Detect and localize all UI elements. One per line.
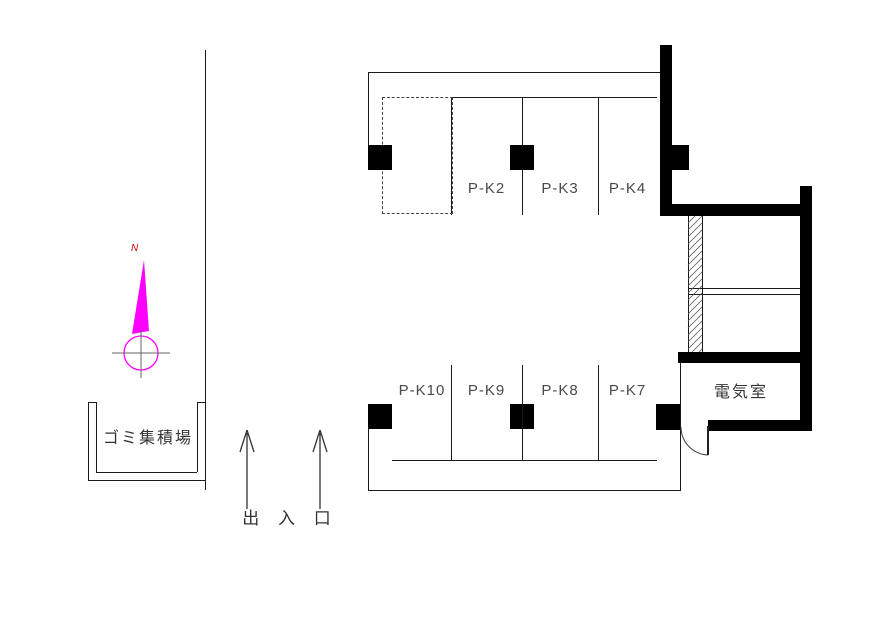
garbage-area-label: ゴミ集積場 <box>102 430 193 447</box>
service-room-left-line <box>688 216 689 352</box>
bottom-outer-left-wall <box>368 429 369 490</box>
entrance-arrows <box>239 429 328 509</box>
column <box>368 404 392 429</box>
stall-label-pk3: P-K3 <box>541 180 579 197</box>
column <box>660 145 689 170</box>
entrance-label: 出 入 口 <box>242 509 338 528</box>
electrical-room-bottom-wall <box>708 420 812 431</box>
garbage-box-outer-bottom <box>88 480 206 481</box>
wall-hatching <box>687 215 703 353</box>
electrical-room-door <box>680 426 709 456</box>
site-left-wall <box>205 50 206 490</box>
stall-label-pk10: P-K10 <box>398 382 446 399</box>
bottom-outer-wall <box>368 490 681 491</box>
thick-wall-top-right-vertical <box>660 45 672 216</box>
garbage-box-inner-bottom <box>96 472 197 473</box>
stall-label-pk2: P-K2 <box>467 180 506 197</box>
service-room-divider-1 <box>688 288 800 289</box>
garbage-box-cap-right <box>197 402 206 403</box>
door-swing-arc <box>680 426 709 456</box>
stall-divider-bottom-3 <box>598 365 599 460</box>
stall-label-pk7: P-K7 <box>608 382 647 399</box>
stall-label-pk9: P-K9 <box>467 382 506 399</box>
stall-divider-bottom-1 <box>451 365 452 460</box>
column <box>510 145 534 170</box>
electrical-room-label: 電気室 <box>713 384 768 401</box>
service-room-divider-2 <box>688 294 800 295</box>
garbage-box-inner-left <box>96 402 97 472</box>
north-label: N <box>131 243 139 254</box>
entrance-arrow-up <box>312 429 328 509</box>
electrical-room-left-line <box>680 363 681 431</box>
top-outer-wall <box>368 72 661 73</box>
stall-label-pk8: P-K8 <box>541 382 579 399</box>
bottom-outer-right-wall <box>680 430 681 490</box>
stall-divider-bottom-2 <box>522 365 523 460</box>
column <box>368 145 392 170</box>
north-compass <box>112 260 170 378</box>
top-stall-head-line <box>451 97 657 98</box>
stall-divider-top-3 <box>598 97 599 215</box>
entrance-arrow-up <box>239 429 255 509</box>
stall-divider-top-1 <box>451 97 452 215</box>
compass-crosshair <box>112 330 170 378</box>
garbage-box-cap-left <box>88 402 97 403</box>
stall-label-pk4: P-K4 <box>608 180 647 197</box>
column <box>656 404 681 430</box>
top-left-wall <box>368 72 369 147</box>
north-arrow-icon <box>132 260 149 334</box>
garbage-box-inner-right <box>197 402 198 472</box>
garbage-box-outer-left <box>88 402 89 480</box>
thick-wall-upper-horizontal <box>672 204 812 216</box>
service-room-hatch-edge <box>702 216 703 352</box>
thick-wall-right-vertical <box>800 186 812 430</box>
electrical-room-top-wall <box>678 352 812 363</box>
bottom-stall-foot-line <box>392 460 657 461</box>
